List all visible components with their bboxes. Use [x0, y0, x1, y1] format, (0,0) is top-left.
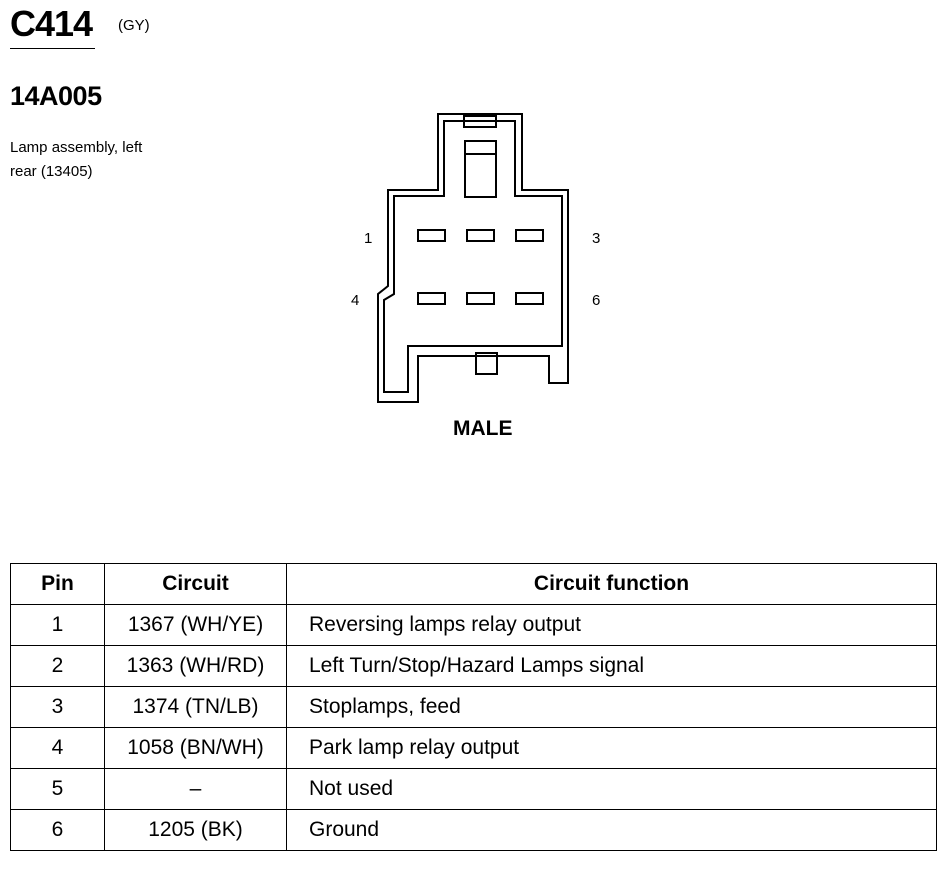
connector-outer-shell [377, 113, 569, 403]
cell-circuit: 1363 (WH/RD) [104, 645, 287, 687]
cell-function: Left Turn/Stop/Hazard Lamps signal [286, 645, 937, 687]
connector-id: C414 [10, 3, 93, 44]
cell-function: Ground [286, 809, 937, 851]
cell-circuit: – [104, 768, 287, 810]
header-circuit: Circuit [104, 563, 287, 605]
cell-pin: 6 [10, 809, 105, 851]
locking-tab-cap [463, 115, 497, 128]
table-header-row: Pin Circuit Circuit function [10, 563, 937, 605]
table-row: 1 1367 (WH/YE) Reversing lamps relay out… [10, 604, 937, 646]
terminal-pin-5 [466, 292, 495, 305]
cell-function: Not used [286, 768, 937, 810]
table-row: 3 1374 (TN/LB) Stoplamps, feed [10, 686, 937, 728]
part-description-line-2: rear (13405) [10, 163, 93, 180]
pin-label-6: 6 [592, 292, 600, 309]
cell-function: Reversing lamps relay output [286, 604, 937, 646]
terminal-pin-6 [515, 292, 544, 305]
part-description-line-1: Lamp assembly, left [10, 139, 143, 156]
cell-circuit: 1058 (BN/WH) [104, 727, 287, 769]
cell-pin: 2 [10, 645, 105, 687]
table-row: 2 1363 (WH/RD) Left Turn/Stop/Hazard Lam… [10, 645, 937, 687]
terminal-pin-4 [417, 292, 446, 305]
cell-pin: 3 [10, 686, 105, 728]
locking-tab-body [464, 140, 497, 198]
cell-function: Stoplamps, feed [286, 686, 937, 728]
pin-label-1: 1 [364, 230, 372, 247]
cell-pin: 1 [10, 604, 105, 646]
header-circuit-function: Circuit function [286, 563, 937, 605]
terminal-pin-3 [515, 229, 544, 242]
cell-function: Park lamp relay output [286, 727, 937, 769]
connector-face-diagram: 1 3 4 6 [351, 113, 600, 403]
cell-pin: 4 [10, 727, 105, 769]
table-row: 6 1205 (BK) Ground [10, 809, 937, 851]
terminal-pin-2 [466, 229, 495, 242]
color-code: (GY) [118, 17, 150, 34]
terminal-pin-1 [417, 229, 446, 242]
cell-pin: 5 [10, 768, 105, 810]
key-center [475, 352, 498, 375]
part-number: 14A005 [10, 81, 102, 111]
pin-label-4: 4 [351, 292, 359, 309]
pin-label-3: 3 [592, 230, 600, 247]
connector-inner-shell [383, 120, 563, 393]
cell-circuit: 1367 (WH/YE) [104, 604, 287, 646]
connector-gender-label: MALE [453, 417, 513, 440]
table-row: 4 1058 (BN/WH) Park lamp relay output [10, 727, 937, 769]
part-description: Lamp assembly, left rear (13405) [10, 136, 210, 184]
cell-circuit: 1205 (BK) [104, 809, 287, 851]
header-pin: Pin [10, 563, 105, 605]
pin-table: Pin Circuit Circuit function 1 1367 (WH/… [10, 563, 937, 851]
table-row: 5 – Not used [10, 768, 937, 810]
cell-circuit: 1374 (TN/LB) [104, 686, 287, 728]
connector-id-underline [10, 48, 95, 49]
